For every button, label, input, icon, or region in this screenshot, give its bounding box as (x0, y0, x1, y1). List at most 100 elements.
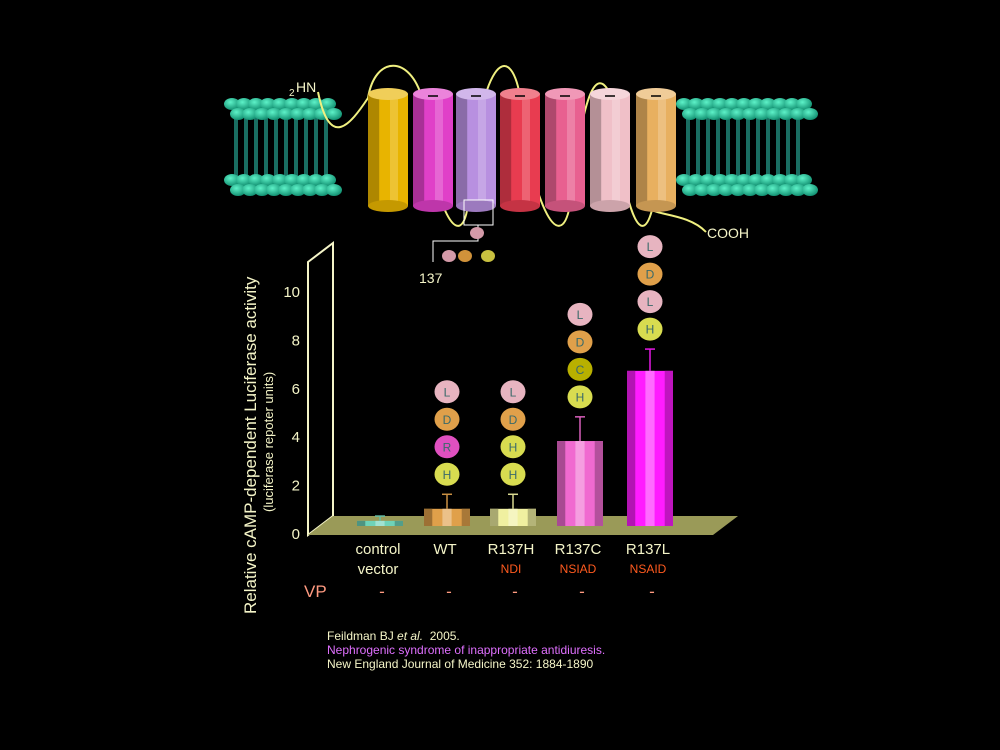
lipid-head (700, 174, 716, 186)
lipid-head (682, 184, 698, 196)
lipid-head (742, 184, 758, 196)
lipid-head (272, 98, 288, 110)
lipid-head (712, 174, 728, 186)
lipid-head (314, 184, 330, 196)
lipid-head (790, 184, 806, 196)
bar-series (357, 370, 673, 526)
x-tick-label: R137H (488, 541, 535, 558)
motif-bead (500, 380, 526, 404)
motif-bead (434, 407, 460, 431)
helix-highlight (478, 94, 486, 206)
bar (627, 370, 673, 526)
lipid-head (802, 108, 818, 120)
reference-title: Nephrogenic syndrome of inappropriate an… (327, 643, 606, 657)
cell-membrane (224, 98, 818, 196)
helix-highlight (567, 94, 575, 206)
lipid-head (242, 184, 258, 196)
helix-bottom (456, 200, 496, 212)
lipid-head (796, 174, 812, 186)
motif-bead (434, 462, 460, 486)
motif-letter: H (576, 390, 585, 404)
motif-bead (637, 262, 663, 286)
y-tick-label: 10 (283, 284, 300, 301)
helix-shadow (456, 94, 468, 206)
y-tick-label: 0 (292, 526, 300, 543)
bar-highlight (508, 508, 518, 526)
reference-author-names: Feildman BJ (327, 629, 398, 643)
lipid-head (718, 184, 734, 196)
lipid-head (242, 108, 258, 120)
lipid-head (700, 98, 716, 110)
motif-letter: C (576, 363, 585, 377)
lipid-head (326, 184, 342, 196)
lipid-head (230, 184, 246, 196)
n-terminus-subscript: 2 (289, 88, 295, 99)
lipid-head (706, 184, 722, 196)
motif-bead (567, 302, 593, 326)
lipid-head (254, 108, 270, 120)
y-tick-label: 6 (292, 381, 300, 398)
motif-letter: H (509, 440, 518, 454)
vp-value: - (579, 582, 585, 601)
lipid-head (778, 108, 794, 120)
bar-shade-left (490, 508, 499, 526)
helix-bottom (636, 200, 676, 212)
lipid-head (230, 108, 246, 120)
lipid-head (290, 184, 306, 196)
y-tick-label: 2 (292, 478, 300, 495)
bar-shade-right (394, 520, 403, 526)
lipid-head (302, 184, 318, 196)
helix-bottom (590, 200, 630, 212)
helix-shadow (636, 94, 648, 206)
reference-authors: Feildman BJ et al. 2005. (327, 629, 605, 643)
lipid-head (676, 174, 692, 186)
lipid-head (694, 184, 710, 196)
vp-label: VP (304, 582, 327, 601)
helix-1 (368, 88, 408, 212)
helix-bottom (368, 200, 408, 212)
chart-back-wall (307, 240, 334, 538)
motif-letter: H (509, 468, 518, 482)
lipid-head (760, 174, 776, 186)
vp-value: - (446, 582, 452, 601)
helix-highlight (390, 94, 398, 206)
helix-shadow (413, 94, 425, 206)
residue-number: 137 (419, 270, 443, 286)
bar-highlight (375, 520, 385, 526)
helix-shadow (368, 94, 380, 206)
motif-bead (637, 317, 663, 341)
helix-highlight (658, 94, 666, 206)
bar-highlight (575, 441, 585, 526)
lipid-head (742, 108, 758, 120)
motif-letter: L (510, 385, 517, 399)
lipid-head (760, 98, 776, 110)
bar-highlight (645, 370, 655, 526)
lipid-head (278, 184, 294, 196)
lipid-head (718, 108, 734, 120)
lipid-head (724, 98, 740, 110)
lipid-head (682, 108, 698, 120)
motif-bead (500, 407, 526, 431)
vp-value: - (512, 582, 518, 601)
lipid-head (754, 108, 770, 120)
lipid-head (688, 98, 704, 110)
y-axis-label: Relative cAMP-dependent Luciferase activ… (241, 276, 260, 614)
lipid-head (236, 98, 252, 110)
reference-etal: et al. (397, 629, 424, 643)
helix-top (545, 88, 585, 100)
lipid-head (302, 108, 318, 120)
reference-year: 2005. (423, 629, 460, 643)
bar-highlight (442, 508, 452, 526)
lipid-head (254, 184, 270, 196)
helix-top (413, 88, 453, 100)
bar-shade-left (357, 520, 366, 526)
x-tick-label-line2: vector (358, 561, 399, 578)
phenotype-note: NDI (501, 562, 522, 576)
vp-value: - (379, 582, 385, 601)
lipid-head (712, 98, 728, 110)
lipid-head (224, 98, 240, 110)
bar (357, 520, 403, 526)
